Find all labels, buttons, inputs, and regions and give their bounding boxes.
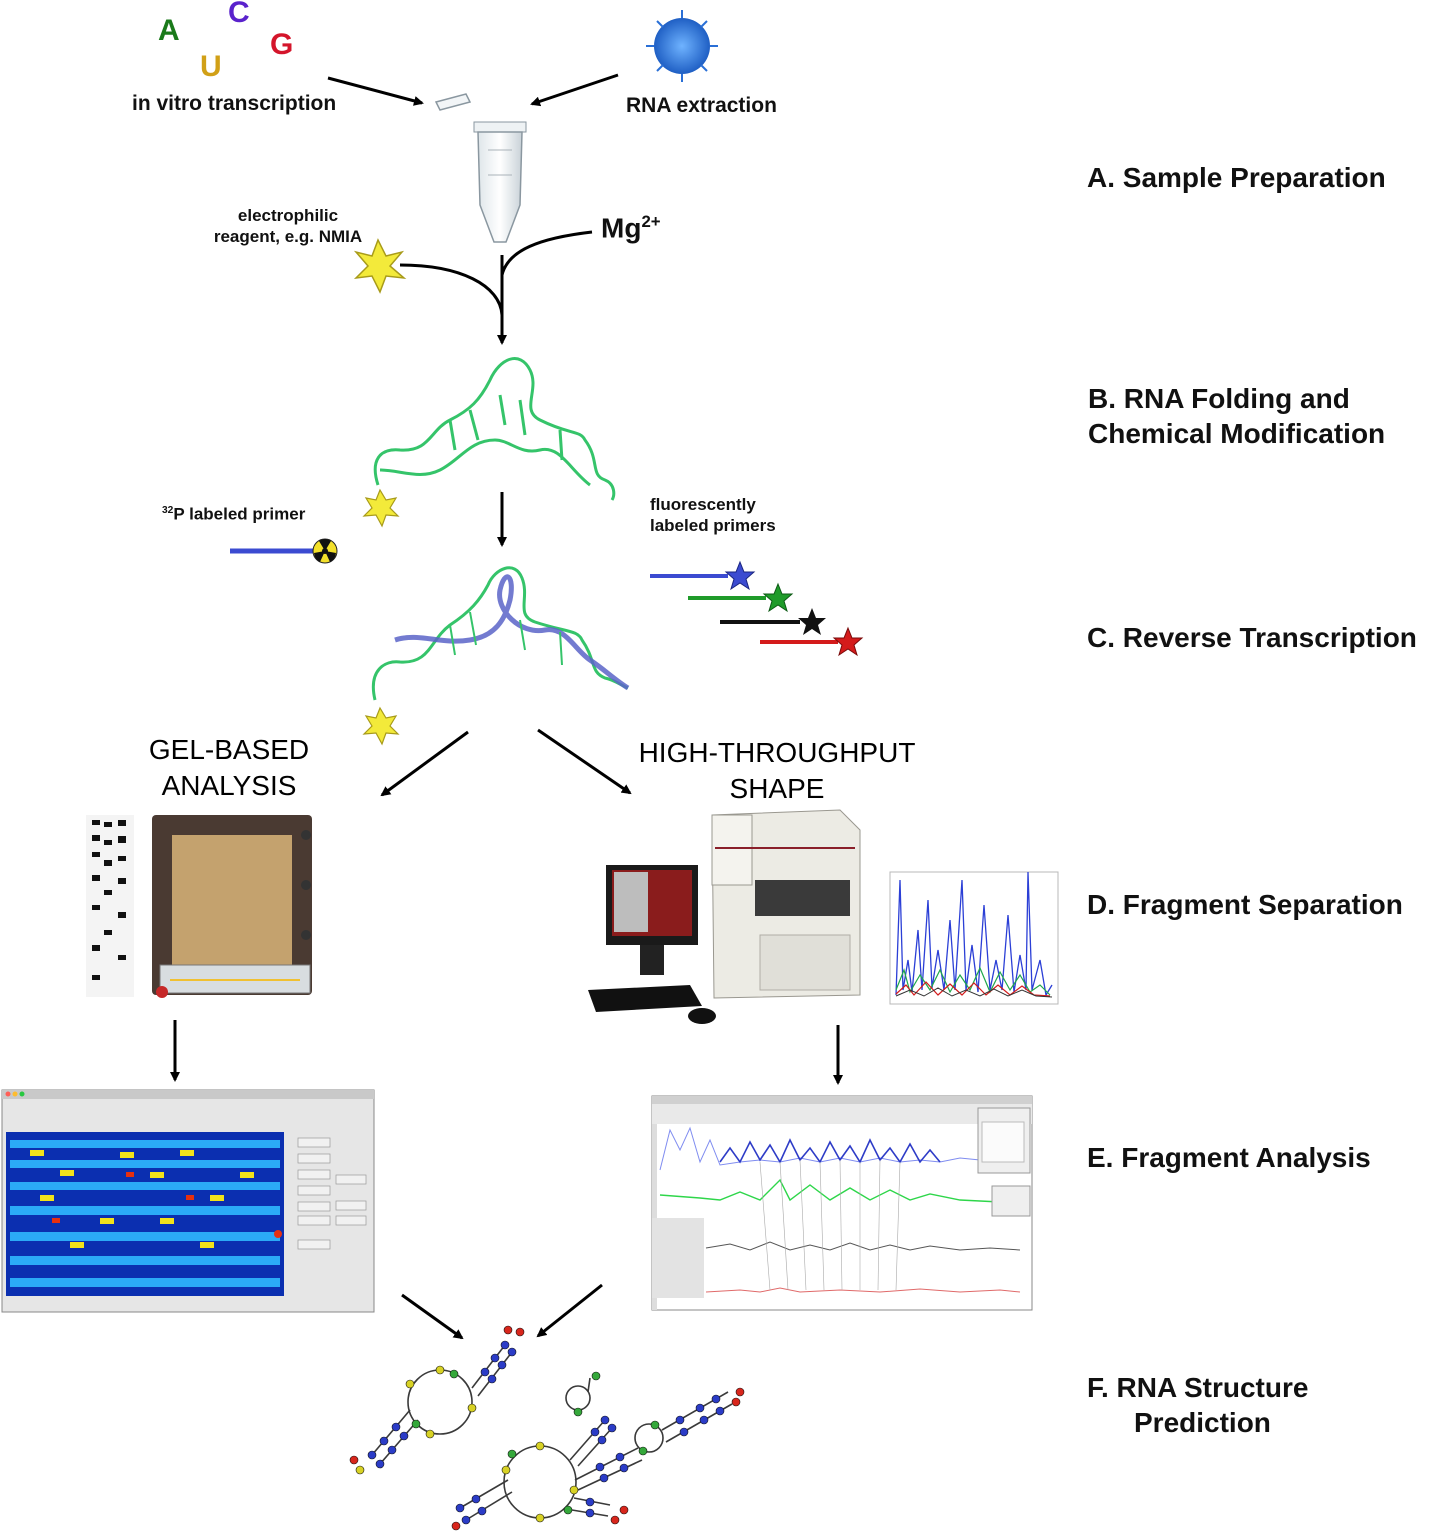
arrow-gel-to-structure: [401, 1293, 464, 1340]
mg-text: Mg: [601, 212, 642, 244]
step-f-label-line2: Prediction: [1134, 1407, 1271, 1438]
gel-label-line2: ANALYSIS: [161, 770, 297, 801]
autoradiograph-image: [86, 815, 134, 997]
fluorescent-primers-icon: [650, 560, 864, 657]
rna-secondary-structure: [349, 1325, 745, 1531]
nucleotide-a: A: [158, 14, 180, 47]
step-c-label: C. Reverse Transcription: [1087, 622, 1417, 653]
electrophilic-reagent-label: electrophilic reagent, e.g. NMIA: [200, 205, 376, 247]
electrophilic-label-line1: electrophilic: [237, 206, 339, 225]
fluor-label-line2: labeled primers: [650, 516, 776, 535]
rna-modification-star-icon: [362, 488, 400, 528]
p32-primer-icon: [230, 538, 338, 564]
step-d-label: D. Fragment Separation: [1087, 889, 1403, 920]
nucleotide-c: C: [228, 0, 250, 29]
high-throughput-shape-label: HIGH-THROUGHPUT SHAPE: [622, 735, 932, 807]
safa-software-screenshot: [1, 1089, 375, 1313]
arrow-in-vitro: [327, 76, 424, 106]
in-vitro-transcription-label: in vitro transcription: [132, 92, 337, 115]
step-a-label: A. Sample Preparation: [1087, 162, 1386, 193]
rna-cdna-structure: [372, 566, 630, 701]
shapefinder-software-screenshot: [651, 1095, 1033, 1311]
step-f-label-line1: F. RNA Structure: [1087, 1372, 1309, 1403]
p32-isotope: 32: [162, 505, 174, 516]
gel-label-line1: GEL-BASED: [148, 734, 310, 765]
arrow-high-throughput: [537, 728, 632, 795]
arrow-modification: [399, 230, 593, 345]
p32-primer-label: 32P labeled primer: [162, 500, 305, 525]
hts-label-line2: SHAPE: [729, 773, 825, 804]
nucleotide-u: U: [200, 50, 222, 83]
arrow-rna-extraction: [530, 73, 619, 107]
p32-primer-text: P labeled primer: [173, 504, 306, 524]
magnesium-label: Mg2+: [601, 212, 661, 244]
nucleotide-g: G: [270, 28, 294, 61]
hts-label-line1: HIGH-THROUGHPUT: [638, 737, 916, 768]
fluorescent-primers-label: fluorescently labeled primers: [650, 494, 776, 536]
gel-based-analysis-label: GEL-BASED ANALYSIS: [118, 732, 340, 804]
virus-icon: [646, 10, 718, 82]
electrophilic-label-line2: reagent, e.g. NMIA: [213, 227, 363, 246]
rna-3d-structure: [373, 357, 616, 501]
step-b-label-line2: Chemical Modification: [1088, 418, 1386, 449]
electropherogram-image: [889, 871, 1059, 1005]
arrow-gel-based: [380, 730, 469, 797]
fluor-label-line1: fluorescently: [650, 495, 756, 514]
arrow-hts-to-structure: [536, 1283, 603, 1338]
capillary-sequencer-image: [588, 809, 861, 1024]
microcentrifuge-tube-icon: [434, 93, 527, 243]
step-e-label: E. Fragment Analysis: [1087, 1142, 1371, 1173]
rna-extraction-label: RNA extraction: [626, 94, 777, 117]
step-b-label-line1: B. RNA Folding and: [1088, 383, 1350, 414]
cdna-modification-star-icon: [362, 706, 400, 746]
mg-charge: 2+: [641, 212, 661, 231]
gel-apparatus-image: [152, 815, 312, 998]
electrophile-star-icon: [353, 238, 407, 294]
